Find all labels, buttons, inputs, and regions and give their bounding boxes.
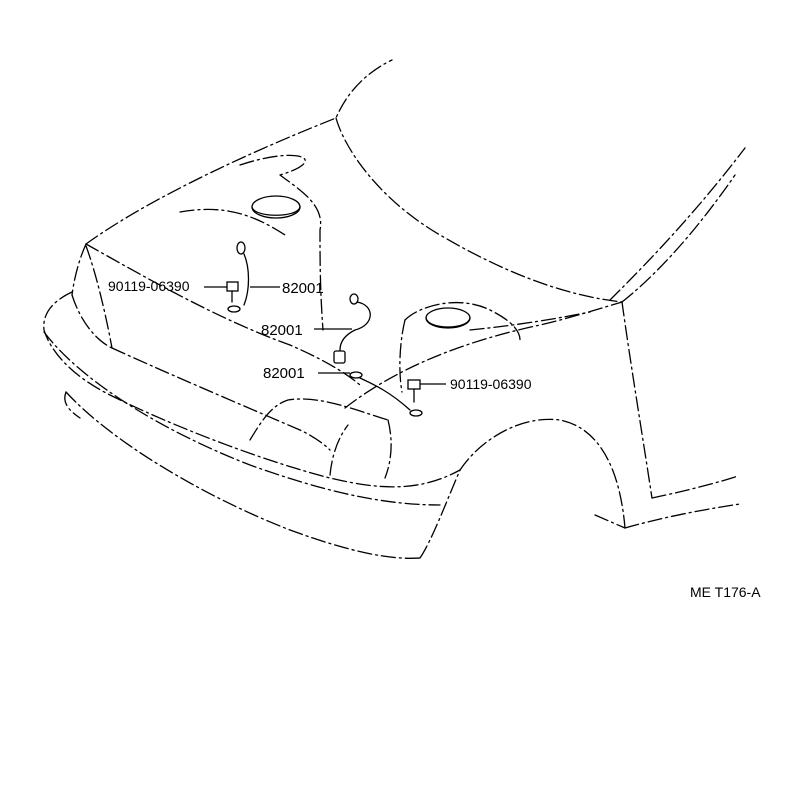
- hose-lower: [349, 371, 423, 417]
- callout-bolt-right: 90119-06390: [450, 376, 532, 392]
- callout-bolt-left: 90119-06390: [108, 278, 190, 294]
- callout-hose-lower: 82001: [263, 365, 305, 382]
- car-body-outline: [43, 59, 746, 559]
- figure-code: ME T176-A: [690, 584, 761, 600]
- callout-hose-mid: 82001: [261, 322, 303, 339]
- bolt-left: [204, 281, 239, 303]
- washer-nozzle-left: [251, 195, 301, 219]
- callout-hose-left: 82001: [282, 280, 324, 297]
- hose-left: [227, 241, 250, 313]
- washer-nozzle-right: [425, 307, 471, 329]
- bolt-right: [407, 379, 446, 403]
- hose-mid: [333, 293, 371, 364]
